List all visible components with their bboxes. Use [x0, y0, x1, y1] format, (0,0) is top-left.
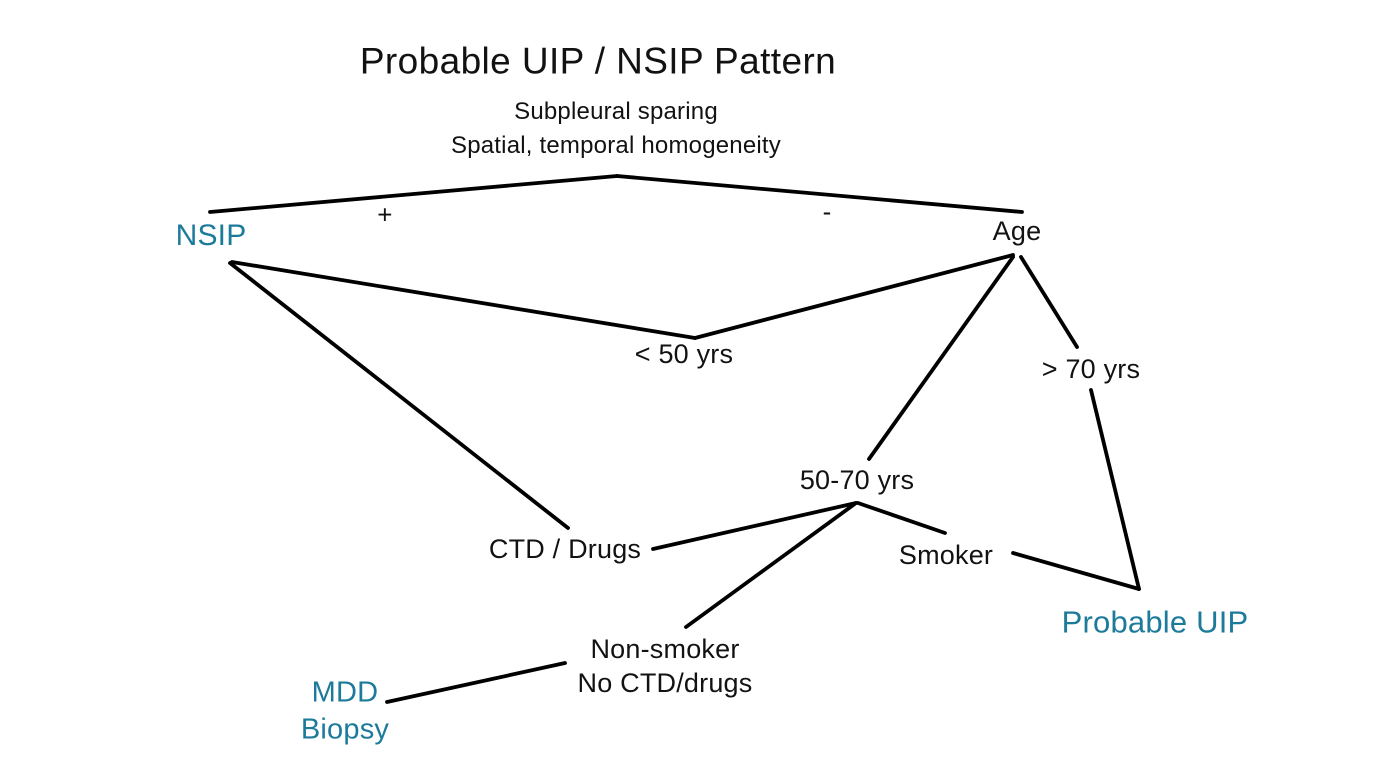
edge-age-to-50-70	[867, 255, 1015, 461]
edge-over70-to-probable-uip	[1089, 388, 1141, 591]
edge-nsip-to-under50	[230, 260, 697, 340]
edge-50-70-to-smoker	[856, 501, 947, 535]
edge-apex-to-age	[615, 174, 1024, 214]
edge-mdd-to-non-smoker	[385, 661, 567, 704]
edge-ctd-drugs-to-50-70	[651, 501, 858, 551]
node-minus-sign: -	[822, 196, 832, 227]
edge-apex-to-nsip	[208, 174, 619, 214]
edge-nsip-to-ctd-drugs	[228, 261, 570, 530]
node-50-70-yrs: 50-70 yrs	[799, 464, 915, 495]
node-plus-sign: +	[377, 199, 393, 230]
node-over-70-yrs: > 70 yrs	[1041, 353, 1141, 384]
edge-age-to-under50	[693, 253, 1015, 340]
edge-age-to-over70	[1019, 255, 1079, 349]
diagram-subtitle-line2: Spatial, temporal homogeneity	[451, 131, 781, 159]
node-probable-uip: Probable UIP	[1061, 604, 1249, 640]
node-nsip: NSIP	[175, 219, 247, 253]
node-age: Age	[992, 215, 1042, 246]
edge-smoker-to-probable-uip	[1011, 551, 1141, 591]
edge-50-70-to-non-smoker	[684, 501, 858, 629]
diagram-title: Probable UIP / NSIP Pattern	[359, 40, 837, 82]
node-ctd-drugs: CTD / Drugs	[488, 533, 642, 564]
node-smoker: Smoker	[898, 539, 994, 570]
diagram-subtitle-line1: Subpleural sparing	[514, 97, 718, 125]
node-under-50-yrs: < 50 yrs	[634, 338, 734, 369]
